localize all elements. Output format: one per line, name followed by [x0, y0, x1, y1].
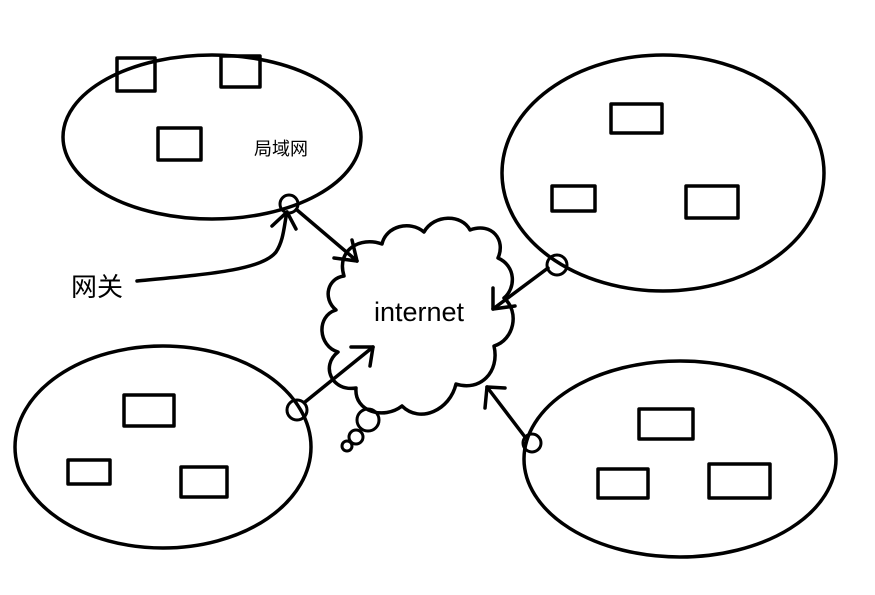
lan-ellipse	[61, 53, 363, 221]
arrow-bottom-right-gateway	[483, 385, 527, 439]
arrow-line	[303, 345, 375, 404]
lan-ellipse	[13, 344, 313, 550]
host-box	[66, 458, 112, 486]
gateway-label: 网关	[71, 273, 123, 303]
arrow-bottom-left-gateway	[303, 345, 375, 404]
lan-bottom-left	[13, 344, 313, 550]
host-box	[115, 56, 157, 93]
annotation-arrow-line	[135, 210, 289, 283]
host-box	[596, 467, 650, 500]
annotation-arrow-head	[270, 210, 298, 231]
cloud-bubble	[340, 439, 354, 453]
arrow-head	[483, 385, 507, 410]
arrow-line	[491, 266, 550, 311]
arrow-top-left-gateway	[295, 208, 359, 263]
internet-label: internet	[374, 297, 465, 327]
cloud-bubble	[347, 428, 365, 446]
host-box	[684, 184, 740, 220]
arrow-line	[485, 385, 527, 439]
gateway-bottom-left	[285, 398, 309, 422]
arrow-head	[332, 238, 359, 263]
cloud-outline	[320, 216, 515, 416]
host-box	[122, 393, 176, 428]
arrow-head	[349, 345, 375, 368]
host-box	[637, 407, 695, 441]
arrow-top-right-gateway	[491, 266, 550, 311]
lan-top-right	[500, 53, 826, 293]
lan-label: 局域网	[254, 139, 308, 160]
host-box	[609, 102, 664, 135]
gateway-bottom-right	[521, 432, 543, 454]
lan-ellipse	[500, 53, 826, 293]
host-box	[156, 126, 203, 162]
host-box	[179, 465, 229, 499]
gateway-annotation: 网关	[71, 210, 298, 303]
arrow-head	[491, 286, 517, 311]
lan-bottom-right	[522, 359, 838, 559]
host-box	[707, 462, 772, 500]
internet-cloud: internet	[320, 216, 515, 453]
lan-top-left: 局域网	[61, 53, 363, 221]
lan-ellipse	[522, 359, 838, 559]
gateway-top-right	[545, 253, 569, 277]
cloud-bubble	[355, 407, 381, 433]
host-box	[550, 184, 597, 213]
arrow-line	[295, 208, 359, 263]
host-box	[219, 54, 262, 89]
